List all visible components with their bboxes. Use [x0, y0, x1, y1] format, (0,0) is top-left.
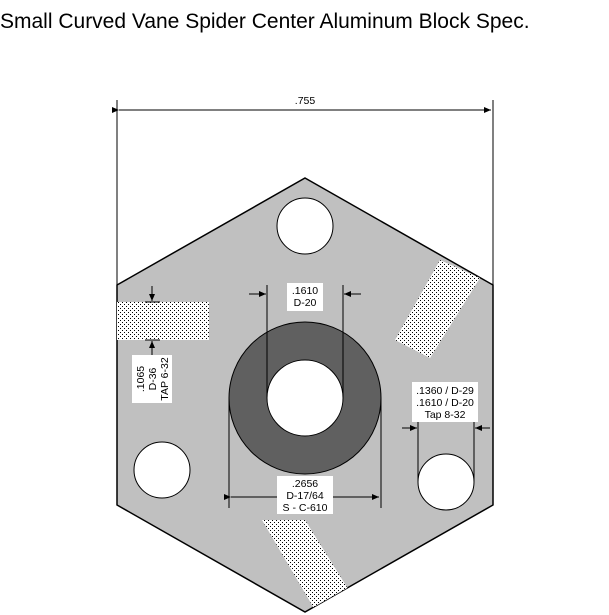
side-tap-dim-1: .1065: [135, 366, 147, 392]
center-bore-dim-1: .2656: [292, 478, 318, 490]
top-bore-dim-1: .1610: [292, 285, 318, 297]
page-title: Small Curved Vane Spider Center Aluminum…: [0, 10, 530, 33]
center-bore-dim-2: D-17/64: [286, 490, 324, 502]
right-hole-dim-2: .1610 / D-20: [416, 397, 474, 409]
side-tap-hidden: [117, 302, 209, 340]
center-bore-dim-3: S - C-610: [283, 502, 328, 514]
width-dim-label: .755: [295, 95, 316, 107]
right-hole-dim-1: .1360 / D-29: [416, 385, 474, 397]
upper-right-slot: [395, 260, 480, 358]
side-tap-dim-3: TAP 6-32: [159, 357, 171, 401]
left-hole: [133, 441, 191, 499]
top-bore-dim-2: D-20: [294, 297, 317, 309]
center-bore: [266, 359, 344, 437]
side-tap-dim-2: D-36: [147, 367, 159, 390]
lower-slot: [262, 520, 355, 610]
right-hole: [417, 453, 475, 511]
right-hole-dim-3: Tap 8-32: [425, 409, 466, 421]
top-hole: [276, 197, 334, 255]
